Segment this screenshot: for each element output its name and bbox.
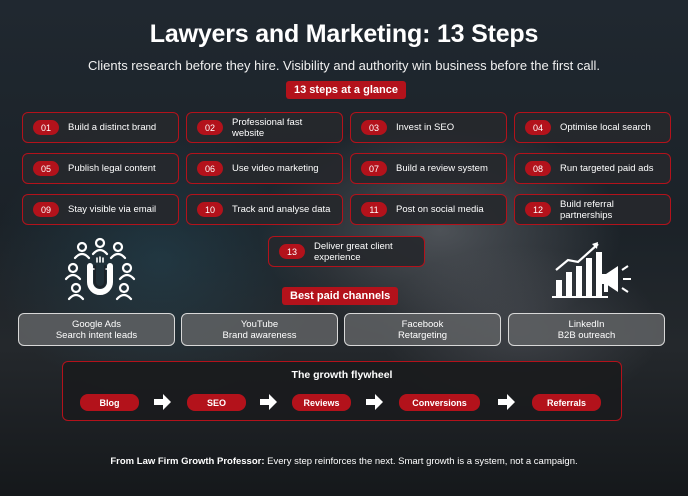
step-card: 04 Optimise local search	[514, 112, 671, 143]
channels-heading: Best paid channels	[282, 287, 399, 305]
footer-note: From Law Firm Growth Professor: Every st…	[0, 456, 688, 467]
step-label: Build a distinct brand	[68, 122, 157, 133]
step-number: 08	[525, 161, 551, 176]
growth-chart-megaphone-icon	[552, 242, 631, 298]
page-title: Lawyers and Marketing: 13 Steps	[149, 20, 539, 48]
step-label: Professional fast website	[232, 116, 303, 139]
step-number: 02	[197, 120, 223, 135]
channel-name: YouTube	[240, 318, 279, 330]
step-card: 13 Deliver great client experience	[268, 236, 425, 267]
step-label: Post on social media	[396, 204, 484, 215]
flywheel-title: The growth flywheel	[291, 369, 393, 381]
step-label: Build referral partnerships	[560, 198, 614, 221]
step-number: 05	[33, 161, 59, 176]
step-card: 08 Run targeted paid ads	[514, 153, 671, 184]
step-card: 12 Build referral partnerships	[514, 194, 671, 225]
step-card: 09 Stay visible via email	[22, 194, 179, 225]
channel-card: YouTube Brand awareness	[181, 313, 338, 346]
flywheel-step: Reviews	[292, 394, 351, 411]
channel-desc: B2B outreach	[557, 329, 616, 341]
channel-card: Facebook Retargeting	[344, 313, 501, 346]
step-label: Build a review system	[396, 163, 488, 174]
footer-source: From Law Firm Growth Professor:	[110, 456, 265, 467]
flywheel-step: Referrals	[532, 394, 601, 411]
step-card: 07 Build a review system	[350, 153, 507, 184]
step-card: 03 Invest in SEO	[350, 112, 507, 143]
footer-text: Every step reinforces the next. Smart gr…	[264, 456, 578, 467]
channel-desc: Brand awareness	[222, 329, 297, 341]
flywheel-step: Blog	[80, 394, 139, 411]
step-number: 12	[525, 202, 551, 217]
step-card: 06 Use video marketing	[186, 153, 343, 184]
step-number: 06	[197, 161, 223, 176]
step-card: 02 Professional fast website	[186, 112, 343, 143]
step-number: 03	[361, 120, 387, 135]
step-card: 11 Post on social media	[350, 194, 507, 225]
step-number: 11	[361, 202, 387, 217]
arrow-right-icon	[366, 394, 383, 410]
step-label: Optimise local search	[560, 122, 651, 133]
channel-name: Facebook	[401, 318, 444, 330]
step-label: Deliver great client experience	[314, 240, 393, 263]
arrow-right-icon	[154, 394, 171, 410]
step-label: Publish legal content	[68, 163, 156, 174]
flywheel-step: SEO	[187, 394, 246, 411]
channel-desc: Search intent leads	[55, 329, 138, 341]
step-label: Invest in SEO	[396, 122, 455, 133]
step-number: 01	[33, 120, 59, 135]
step-number: 07	[361, 161, 387, 176]
step-label: Use video marketing	[232, 163, 319, 174]
channel-desc: Retargeting	[397, 329, 448, 341]
magnet-people-icon	[64, 237, 136, 301]
step-card: 10 Track and analyse data	[186, 194, 343, 225]
channel-card: Google Ads Search intent leads	[18, 313, 175, 346]
step-card: 01 Build a distinct brand	[22, 112, 179, 143]
step-number: 10	[197, 202, 223, 217]
step-number: 13	[279, 244, 305, 259]
flywheel-step: Conversions	[399, 394, 480, 411]
channel-name: Google Ads	[71, 318, 122, 330]
page-subtitle: Clients research before they hire. Visib…	[87, 58, 601, 73]
channel-card: LinkedIn B2B outreach	[508, 313, 665, 346]
growth-flywheel: The growth flywheel Blog SEO Reviews Con…	[62, 361, 622, 421]
step-label: Stay visible via email	[68, 204, 157, 215]
step-number: 09	[33, 202, 59, 217]
arrow-right-icon	[260, 394, 277, 410]
step-label: Run targeted paid ads	[560, 163, 654, 174]
arrow-right-icon	[498, 394, 515, 410]
step-card: 05 Publish legal content	[22, 153, 179, 184]
step-number: 04	[525, 120, 551, 135]
step-label: Track and analyse data	[232, 204, 331, 215]
steps-heading: 13 steps at a glance	[286, 81, 406, 99]
channel-name: LinkedIn	[568, 318, 605, 330]
